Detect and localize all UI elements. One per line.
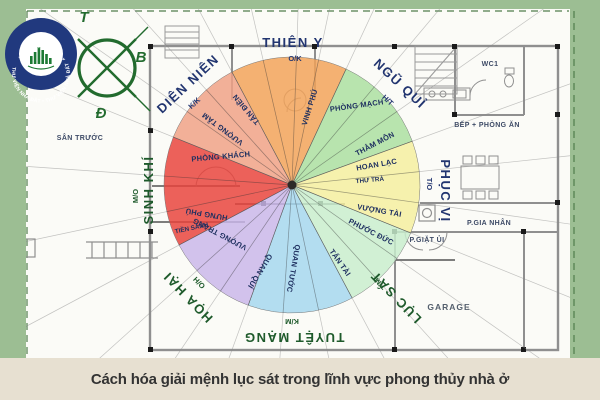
- compass-letter-b: B: [136, 49, 147, 66]
- sector-hoa-hai: [178, 184, 293, 306]
- compass-letter-t: T: [79, 9, 90, 26]
- dir-sinh-khi-code: M/O: [131, 189, 140, 203]
- dining-table: [460, 155, 500, 200]
- logo-badge: THƯ VIỆN NHÀ ĐẤT • THƯ VIỆN NHÀ ĐẤT • ww…: [0, 0, 77, 105]
- balcony-hatch: [164, 25, 200, 59]
- caption-bar: Cách hóa giải mệnh lục sát trong lĩnh vự…: [0, 358, 600, 400]
- logo-laurel: [27, 65, 55, 70]
- garage-label: GARAGE: [427, 302, 470, 312]
- front-yard-label: SÂN TRƯỚC: [57, 133, 104, 142]
- caption-text: Cách hóa giải mệnh lục sát trong lĩnh vự…: [90, 370, 510, 388]
- sector-phuc-vi: [291, 140, 421, 234]
- compass-letters: T B Đ: [79, 9, 146, 122]
- kitchen-label: BẾP + PHÒNG ĂN: [454, 119, 520, 129]
- washing-machine-icon: [418, 204, 436, 222]
- room-thu-tra: THƯ TRÀ: [355, 174, 384, 185]
- wheel-hub: [287, 180, 297, 190]
- dir-tuyet-mang: TUYỆT MẠNG: [244, 330, 345, 345]
- sector-sinh-khi: [163, 136, 293, 246]
- dir-thien-y: THIÊN Y: [262, 35, 324, 50]
- bagua-wheel: [163, 56, 421, 314]
- sector-luc-sat: [291, 184, 412, 299]
- dir-phuc-vi: PHỤC VỊ: [438, 159, 453, 222]
- dir-tuyet-mang-code: K/M: [285, 317, 299, 326]
- dir-sinh-khi: SINH KHÍ: [141, 155, 156, 224]
- sector-ngu-qui: [291, 68, 413, 186]
- sector-tuyet-mang: [247, 184, 353, 314]
- dir-phuc-vi-code: T/O: [425, 178, 434, 191]
- sector-dien-nien: [172, 71, 293, 186]
- stairs: [414, 45, 458, 95]
- dir-thien-y-code: O/K: [288, 54, 302, 63]
- toilet-icon: [504, 67, 515, 88]
- front-fence: [26, 238, 158, 259]
- logo-building-icon: [30, 47, 52, 64]
- wc-label: WC1: [482, 61, 499, 68]
- sector-thien-y: [231, 56, 347, 186]
- wheel-sector-lines: [164, 57, 420, 313]
- servant-room-label: P.GIA NHÂN: [467, 218, 511, 227]
- compass-letter-d: Đ: [96, 105, 107, 122]
- compass-rose: [77, 26, 151, 112]
